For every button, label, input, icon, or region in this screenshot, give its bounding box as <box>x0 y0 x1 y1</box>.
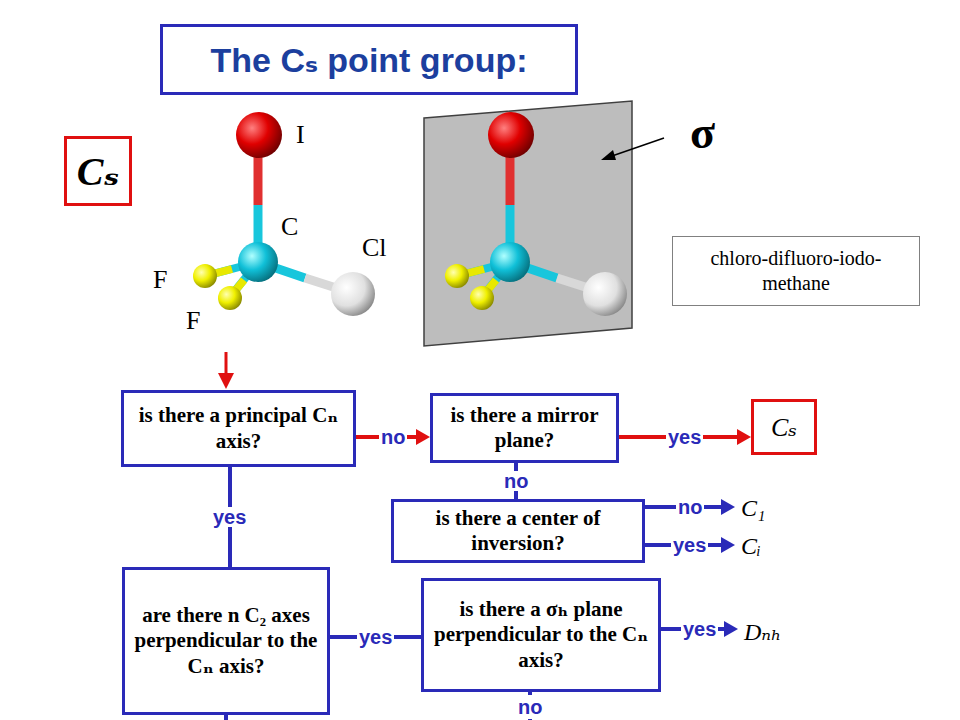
node-text: chloro-difluoro-iodo-methane <box>681 246 911 296</box>
mirror-plane <box>424 101 632 346</box>
node-text: C₁ <box>741 495 765 522</box>
edge-label: yes <box>671 535 708 555</box>
node-text: Cᵢ <box>741 533 761 560</box>
molecule-left <box>193 112 375 316</box>
edge-label: yes <box>211 507 248 527</box>
edge-label: yes <box>357 627 394 647</box>
result-label: C₁ <box>735 489 805 528</box>
title-text: The Cₛ point group: <box>211 40 528 80</box>
edge-label: yes <box>666 427 703 447</box>
pointer-line <box>612 138 664 156</box>
pointer-head <box>601 150 616 160</box>
symmetry-symbol: σ <box>690 110 715 156</box>
node-text: is there a mirror plane? <box>439 403 610 453</box>
edge-label: no <box>379 427 407 447</box>
node-text: Cₛ <box>771 412 797 443</box>
node-text: is there a principal Cₙ axis? <box>130 403 347 453</box>
result-box: Cₛ <box>751 399 817 455</box>
node-text: Cₛ <box>77 147 119 195</box>
branch-label: no <box>516 695 544 719</box>
node-text: are there n C₂ axes perpendicular to the… <box>131 603 321 679</box>
molecule-name-box: chloro-difluoro-iodo-methane <box>672 236 920 306</box>
result-label: Cᵢ <box>735 527 805 566</box>
decision-box: is there a center of inversion? <box>391 499 645 563</box>
atom-label: C <box>281 214 298 240</box>
atom-label: I <box>296 122 305 148</box>
node-text: is there a σₕ plane perpendicular to the… <box>430 597 652 673</box>
start-arrow-head <box>218 373 234 389</box>
edge-label: yes <box>681 619 718 639</box>
title-box: The Cₛ point group: <box>160 24 578 95</box>
edge-label: no <box>676 497 704 517</box>
decision-box: is there a principal Cₙ axis? <box>121 390 356 467</box>
atom-label: F <box>186 308 200 334</box>
edge-label: no <box>502 471 530 491</box>
group-badge: Cₛ <box>64 136 132 206</box>
start-arrow <box>225 352 228 374</box>
continuation-line <box>224 715 228 720</box>
node-text: is there a center of inversion? <box>400 506 636 556</box>
decision-box: are there n C₂ axes perpendicular to the… <box>122 567 330 715</box>
decision-box: is there a σₕ plane perpendicular to the… <box>421 578 661 692</box>
node-text: Dₙₕ <box>744 618 781 646</box>
atom-label: Cl <box>362 235 387 261</box>
atom-label: F <box>153 267 167 293</box>
result-label: Dₙₕ <box>738 612 818 652</box>
decision-box: is there a mirror plane? <box>430 393 619 463</box>
molecule-right <box>445 112 627 316</box>
